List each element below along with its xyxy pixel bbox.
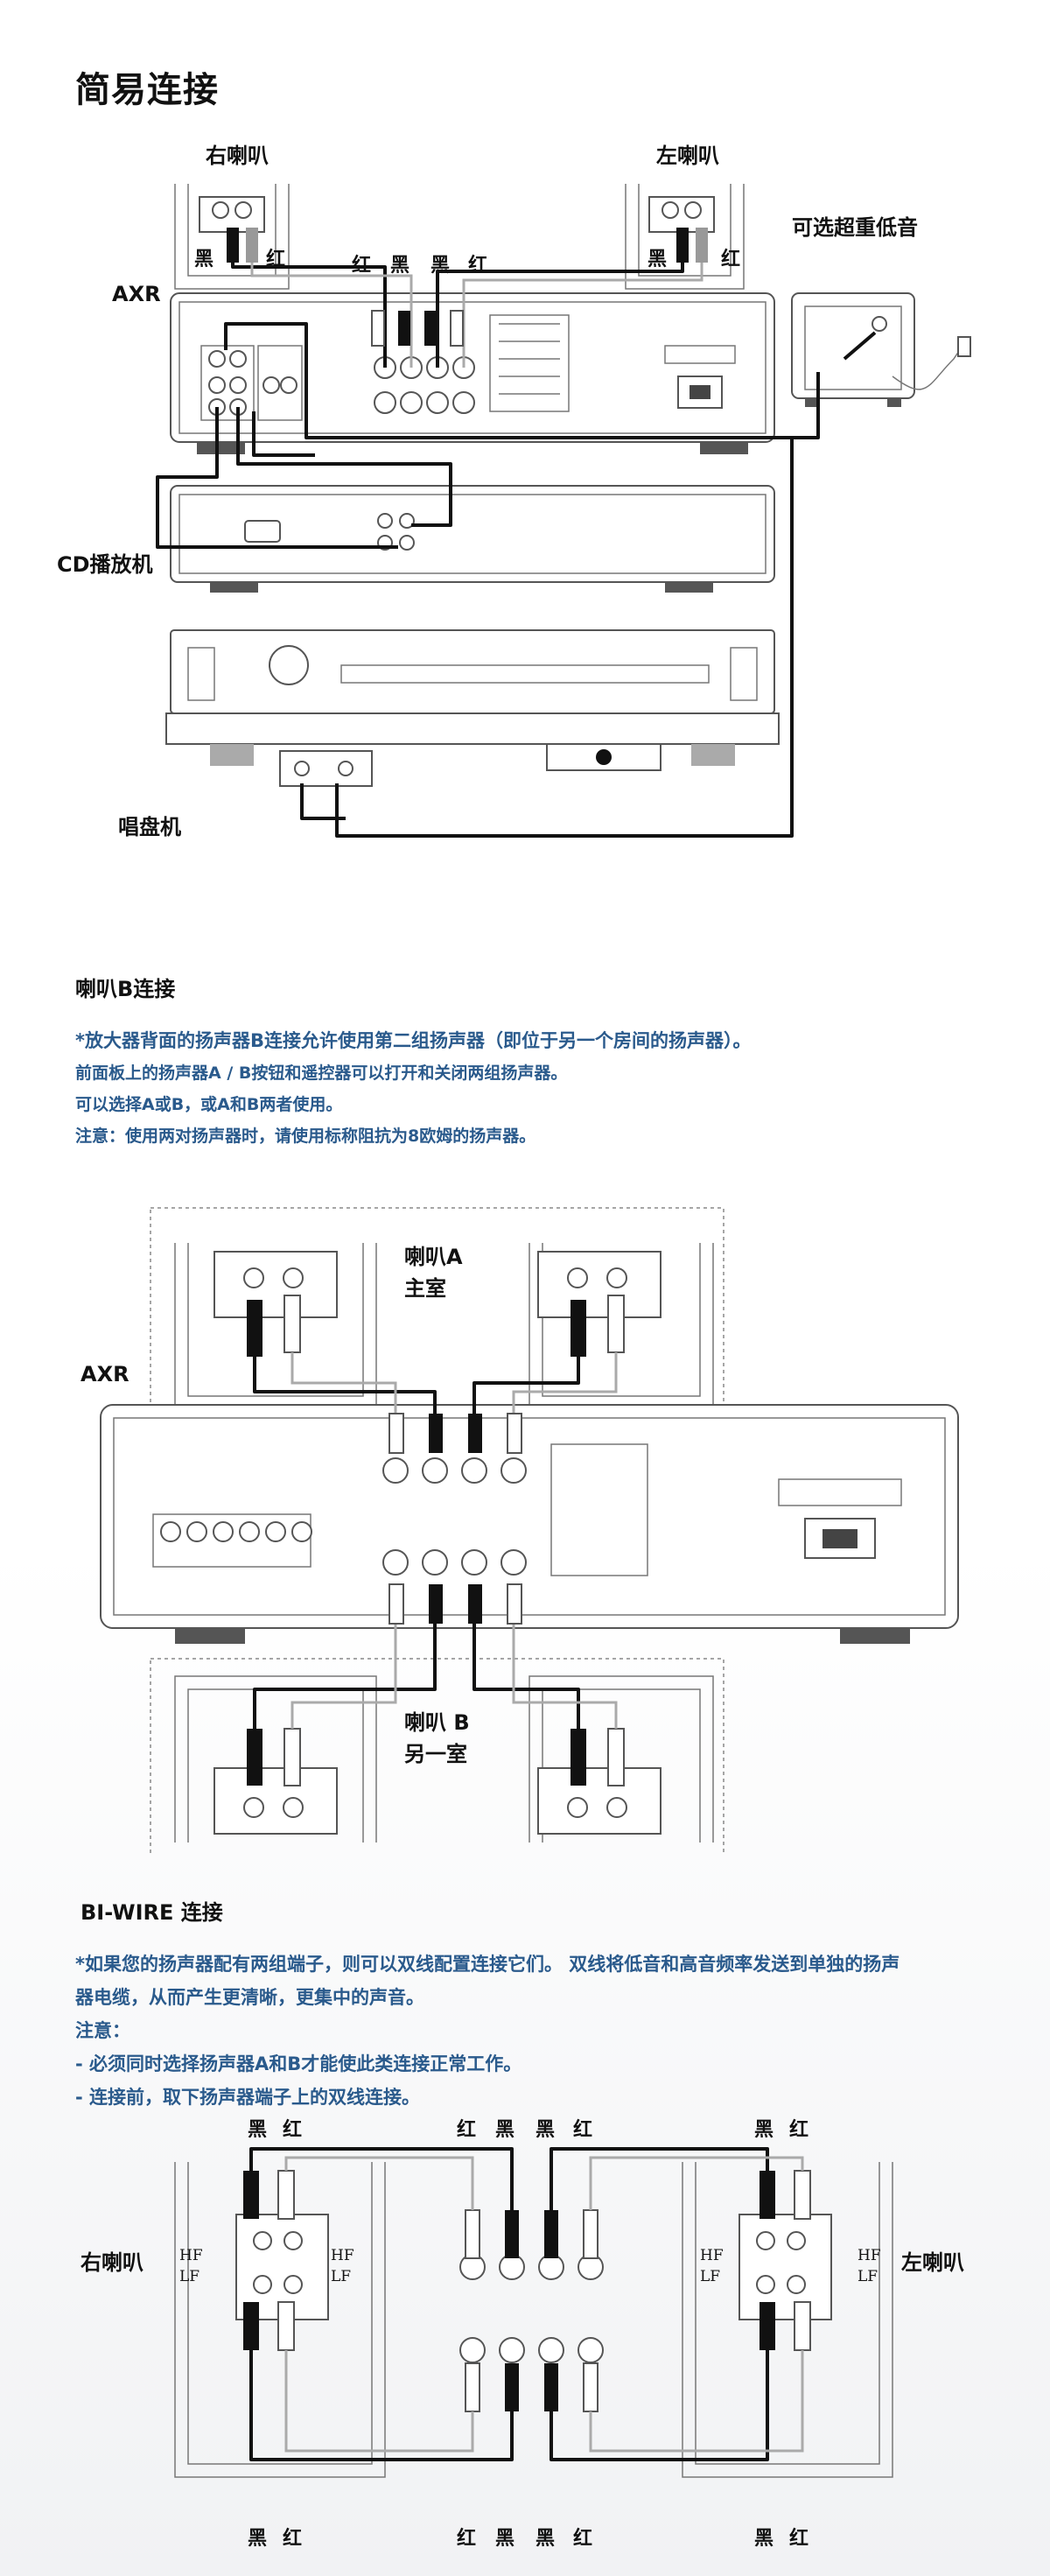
axr-amplifier-drawing [170,292,775,454]
speaker-a-label-line1: 喇叭A [404,1245,463,1269]
amp-terminal-red-2: 红 [468,255,488,277]
axr-label: AXR [112,282,161,306]
speaker-a-label-line2: 主室 [404,1276,446,1301]
subwoofer-drawing [791,292,971,407]
section-title-bi-wire: BI-WIRE 连接 [80,1900,223,1925]
axr-label-2: AXR [80,1362,130,1386]
amp-terminal-black-2: 黑 [430,255,451,277]
speaker-a-label: 喇叭A 主室 [404,1241,463,1304]
hf-lf-label-2: HF LF [331,2245,354,2287]
bi-wire-top-left-black: 黑 [248,2119,268,2141]
page-title: 简易连接 [75,70,219,110]
cd-player-label: CD播放机 [57,552,153,577]
bi-wire-note-3: 注意： [75,2020,130,2041]
bi-wire-top-right-black: 黑 [754,2119,774,2141]
lf-text: LF [858,2268,878,2285]
turntable-label: 唱盘机 [118,815,181,839]
bi-wire-top-center-red-2: 红 [573,2119,593,2141]
bi-wire-bottom-center-black-1: 黑 [495,2528,515,2550]
lf-text: LF [700,2268,721,2285]
bi-wire-bottom-left-red: 红 [283,2528,303,2550]
bi-wire-diagram [174,2147,893,2478]
speaker-b-note-2: 前面板上的扬声器A / B按钮和遥控器可以打开和关闭两组扬声器。 [75,1063,568,1083]
speaker-b-diagram [100,1207,959,1856]
hf-lf-label-1: HF LF [179,2245,203,2287]
hf-lf-label-3: HF LF [700,2245,724,2287]
bi-wire-note-5: - 连接前，取下扬声器端子上的双线连接。 [75,2087,421,2108]
bi-wire-top-right-red: 红 [789,2119,809,2141]
hf-text: HF [179,2247,203,2264]
lf-text: LF [179,2268,200,2285]
bi-wire-bottom-right-red: 红 [789,2528,809,2550]
bi-wire-bottom-right-black: 黑 [754,2528,774,2550]
subwoofer-label: 可选超重低音 [792,215,918,240]
right-speaker-black-label: 黑 [194,249,214,270]
bi-wire-note-4: - 必须同时选择扬声器A和B才能使此类连接正常工作。 [75,2053,522,2074]
section-title-speaker-b: 喇叭B连接 [75,977,176,1001]
bi-wire-bottom-center-black-2: 黑 [536,2528,556,2550]
bi-wire-notes: *如果您的扬声器配有两组端子，则可以双线配置连接它们。 双线将低音和高音频率发送… [75,1948,1003,2114]
right-speaker-label: 右喇叭 [206,144,269,168]
bi-wire-bottom-left-black: 黑 [248,2528,268,2550]
bi-wire-note-1: *如果您的扬声器配有两组端子，则可以双线配置连接它们。 双线将低音和高音频率发送… [75,1954,900,1975]
simple-connection-diagram [156,184,971,838]
bi-wire-bottom-center-red-2: 红 [573,2528,593,2550]
hf-text: HF [331,2247,354,2264]
bi-wire-left-speaker-label: 左喇叭 [901,2250,964,2275]
lf-text: LF [331,2268,352,2285]
hf-text: HF [700,2247,724,2264]
bi-wire-top-center-red-1: 红 [457,2119,477,2141]
speaker-b-notes: *放大器背面的扬声器B连接允许使用第二组扬声器（即位于另一个房间的扬声器）。 前… [75,1024,994,1152]
hf-lf-label-4: HF LF [858,2245,881,2287]
cd-player-drawing [170,485,775,593]
bi-wire-bottom-center-red-1: 红 [457,2528,477,2550]
right-speaker-red-label: 红 [266,249,286,270]
left-speaker-label: 左喇叭 [656,144,719,168]
left-speaker-black-label: 黑 [648,249,668,270]
left-speaker-red-label: 红 [721,249,741,270]
amp-terminal-black-1: 黑 [390,255,410,277]
speaker-b-label-line2: 另一室 [404,1742,467,1766]
speaker-b-label-line1: 喇叭 B [404,1710,470,1735]
right-speaker-drawing [174,184,290,290]
amp-terminal-red-1: 红 [352,255,372,277]
bi-wire-note-2: 器电缆，从而产生更清晰，更集中的声音。 [75,1987,424,2008]
hf-text: HF [858,2247,881,2264]
bi-wire-top-left-red: 红 [283,2119,303,2141]
left-speaker-drawing [625,184,745,290]
bi-wire-top-center-black-2: 黑 [536,2119,556,2141]
speaker-b-note-4: 注意：使用两对扬声器时，请使用标称阻抗为8欧姆的扬声器。 [75,1127,536,1146]
speaker-b-label: 喇叭 B 另一室 [404,1707,470,1770]
turntable-drawing [165,629,780,787]
speaker-b-note-1: *放大器背面的扬声器B连接允许使用第二组扬声器（即位于另一个房间的扬声器）。 [75,1030,752,1051]
bi-wire-right-speaker-label: 右喇叭 [80,2250,144,2275]
bi-wire-top-center-black-1: 黑 [495,2119,515,2141]
speaker-b-note-3: 可以选择A或B，或A和B两者使用。 [75,1095,343,1114]
